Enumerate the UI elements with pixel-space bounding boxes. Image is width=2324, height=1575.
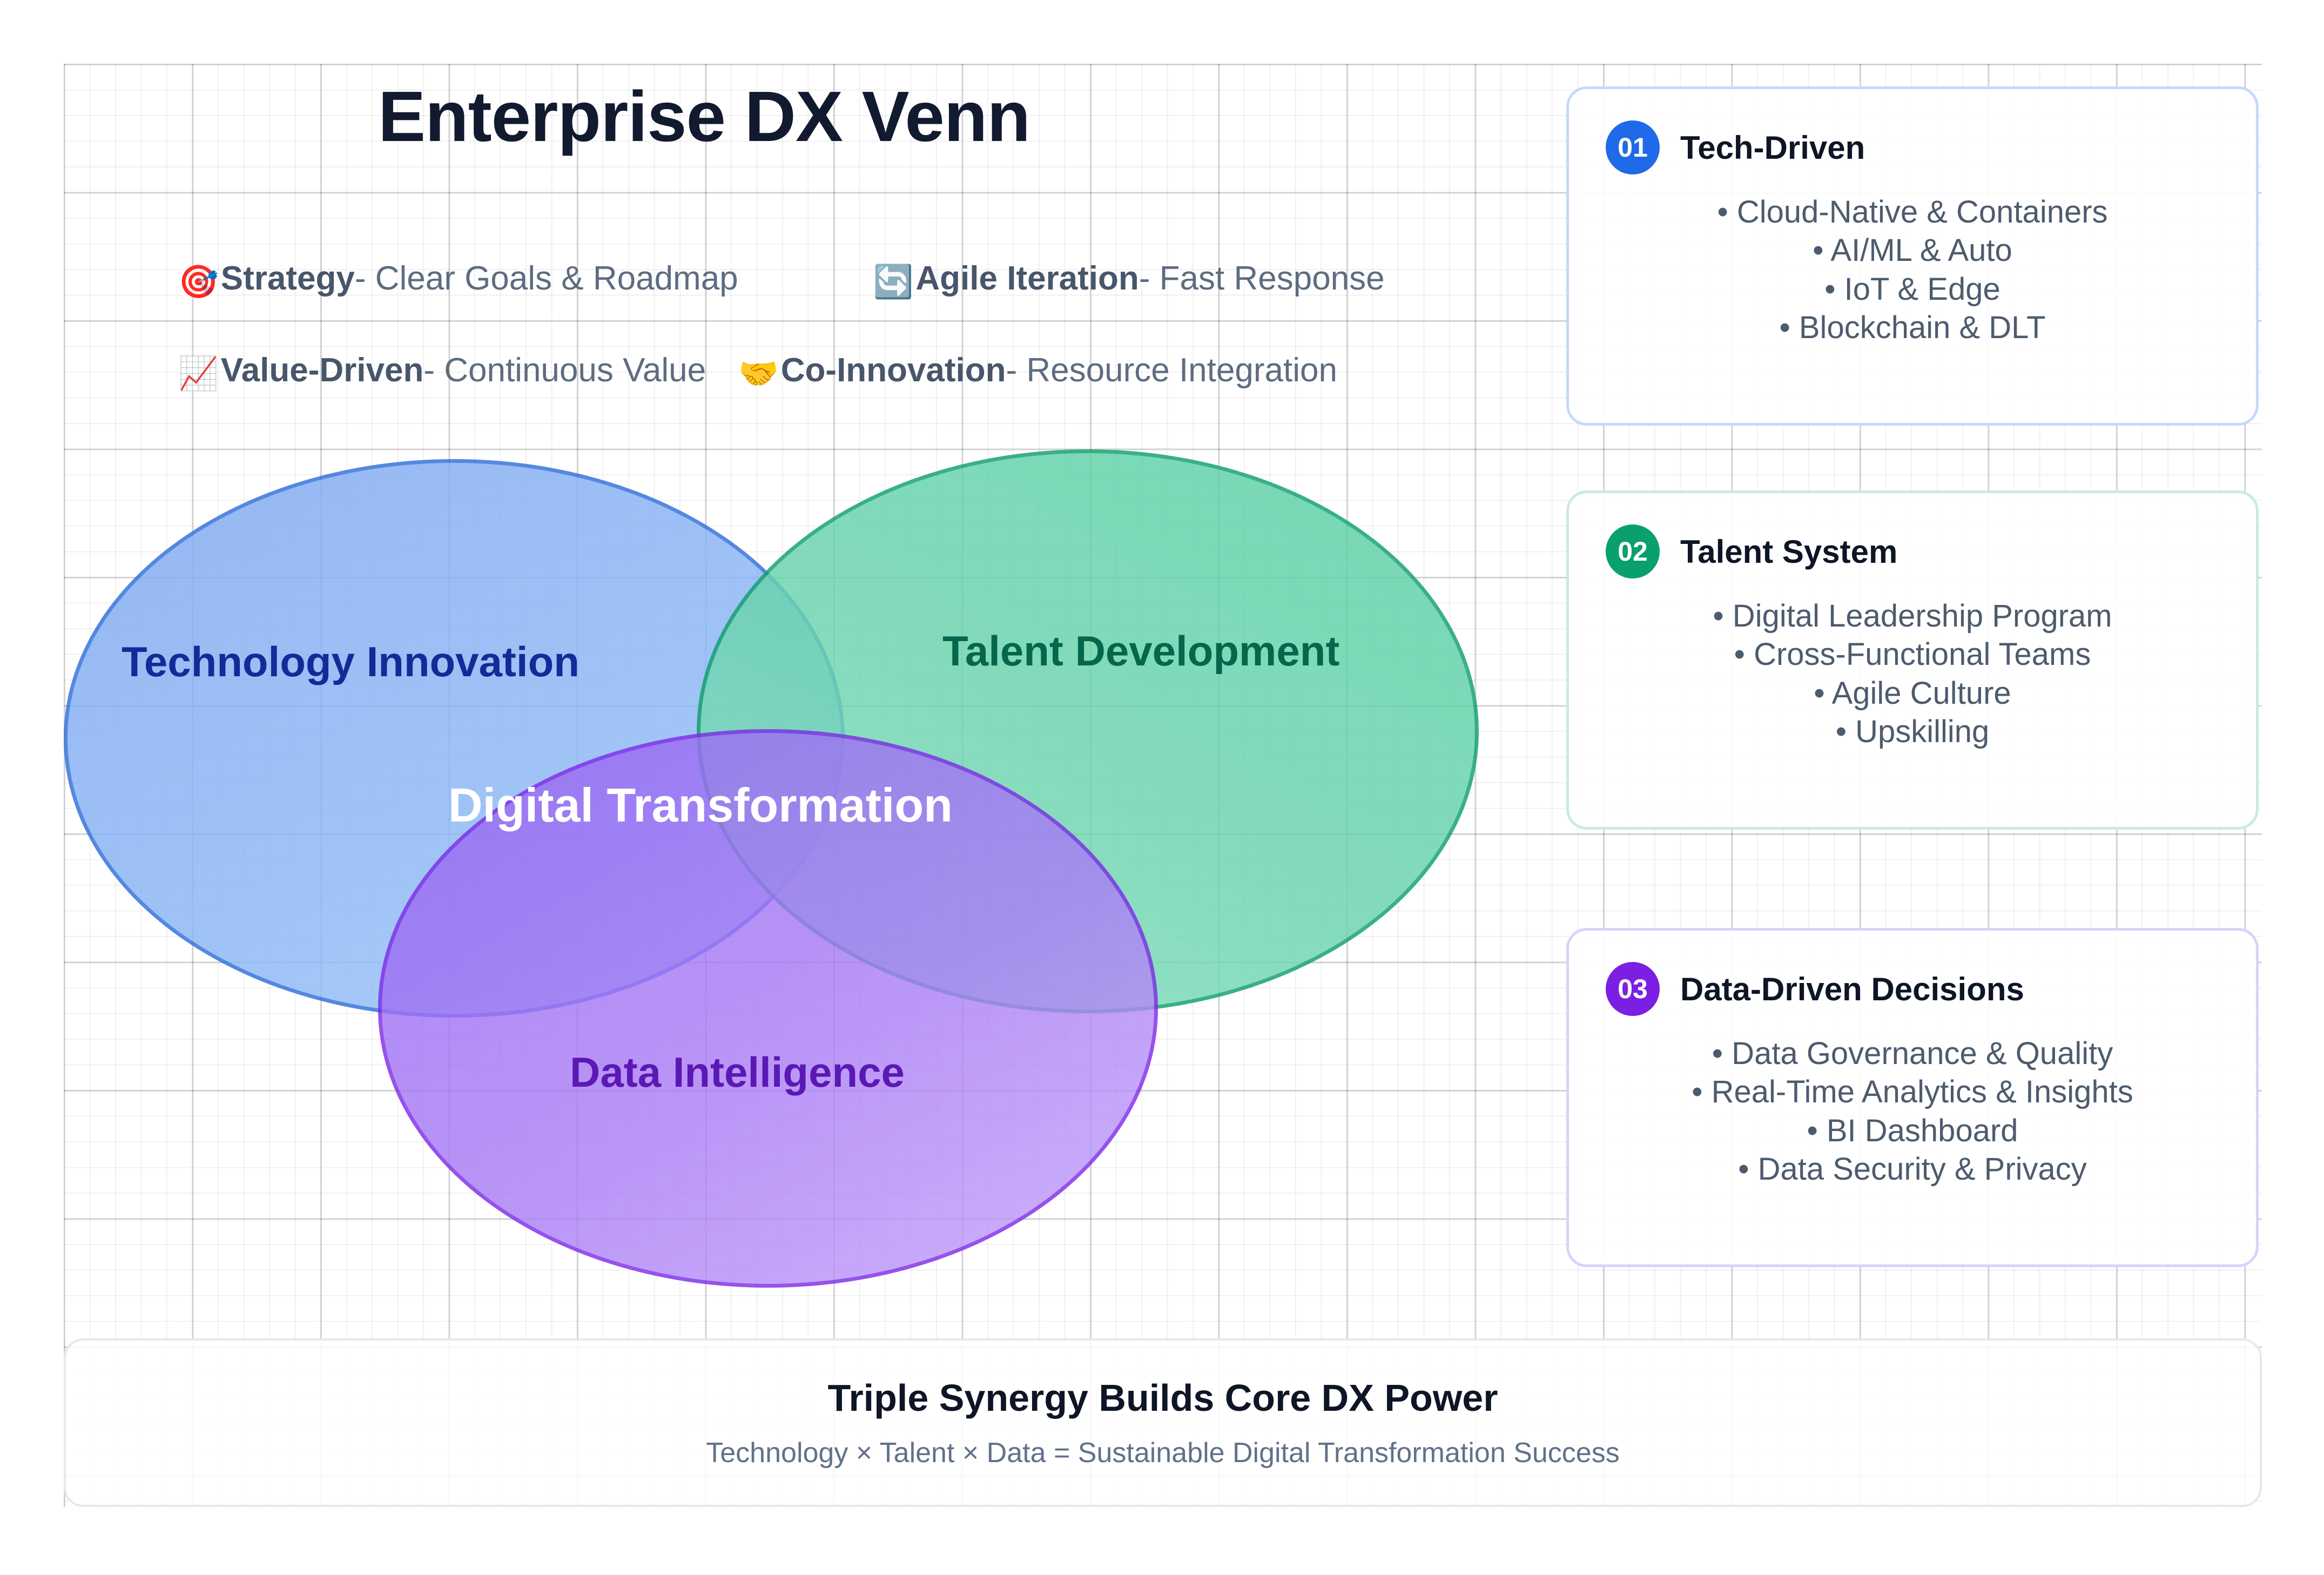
- card-number-badge: 03: [1606, 962, 1660, 1016]
- list-item: • BI Dashboard: [1807, 1113, 2018, 1148]
- page-title: Enterprise DX Venn: [378, 77, 1030, 156]
- pillar-card-talent-system: 02 Talent System • Digital Leadership Pr…: [1566, 490, 2259, 830]
- legend: 🎯 Strategy - Clear Goals & Roadmap 🔄 Agi…: [178, 232, 1561, 416]
- card-number-badge: 01: [1606, 120, 1660, 174]
- pillar-card-tech-driven: 01 Tech-Driven • Cloud-Native & Containe…: [1566, 86, 2259, 426]
- legend-desc: - Fast Response: [1139, 259, 1385, 297]
- legend-desc: - Resource Integration: [1006, 351, 1337, 389]
- legend-item-strategy: 🎯 Strategy - Clear Goals & Roadmap: [178, 259, 738, 298]
- footer-subtitle: Technology × Talent × Data = Sustainable…: [706, 1437, 1620, 1469]
- legend-term: Value-Driven: [220, 351, 424, 389]
- list-item: • Cloud-Native & Containers: [1717, 194, 2108, 230]
- card-title: Tech-Driven: [1680, 129, 1865, 166]
- card-header: 02 Talent System: [1569, 493, 2256, 578]
- venn-label-technology: Technology Innovation: [122, 638, 580, 685]
- legend-row: 🎯 Strategy - Clear Goals & Roadmap 🔄 Agi…: [178, 232, 1561, 324]
- legend-row: 📈 Value-Driven - Continuous Value 🤝 Co-I…: [178, 324, 1561, 416]
- legend-item-co-innovation: 🤝 Co-Innovation - Resource Integration: [738, 351, 1337, 392]
- summary-footer: Triple Synergy Builds Core DX Power Tech…: [64, 1338, 2262, 1507]
- pillar-card-data-driven-decisions: 03 Data-Driven Decisions • Data Governan…: [1566, 928, 2259, 1267]
- card-bullet-list: • Data Governance & Quality • Real-Time …: [1569, 1034, 2256, 1188]
- card-bullet-list: • Cloud-Native & Containers • AI/ML & Au…: [1569, 193, 2256, 347]
- venn-label-center: Digital Transformation: [448, 778, 953, 832]
- venn-circle-data: [378, 729, 1158, 1288]
- card-title: Talent System: [1680, 533, 1898, 570]
- list-item: • Data Governance & Quality: [1712, 1036, 2113, 1071]
- legend-item-agile-iteration: 🔄 Agile Iteration - Fast Response: [873, 259, 1385, 298]
- venn-label-data: Data Intelligence: [570, 1048, 905, 1096]
- legend-desc: - Continuous Value: [423, 351, 706, 389]
- list-item: • IoT & Edge: [1824, 271, 2000, 307]
- venn-label-talent: Talent Development: [942, 627, 1340, 675]
- legend-desc: - Clear Goals & Roadmap: [354, 259, 738, 297]
- chart-increasing-icon: 📈: [178, 355, 219, 392]
- footer-title: Triple Synergy Builds Core DX Power: [827, 1377, 1498, 1419]
- legend-term: Co-Innovation: [780, 351, 1006, 389]
- list-item: • Agile Culture: [1814, 675, 2011, 711]
- legend-term: Agile Iteration: [915, 259, 1139, 297]
- list-item: • Digital Leadership Program: [1713, 598, 2112, 634]
- card-header: 03 Data-Driven Decisions: [1569, 931, 2256, 1016]
- refresh-arrows-icon: 🔄: [873, 263, 914, 300]
- legend-term: Strategy: [220, 259, 355, 297]
- list-item: • Data Security & Privacy: [1738, 1151, 2087, 1187]
- list-item: • Blockchain & DLT: [1779, 309, 2046, 345]
- list-item: • Real-Time Analytics & Insights: [1692, 1074, 2133, 1110]
- dart-target-icon: 🎯: [178, 263, 219, 300]
- list-item: • Cross-Functional Teams: [1734, 637, 2091, 672]
- legend-item-value-driven: 📈 Value-Driven - Continuous Value: [178, 351, 706, 392]
- handshake-icon: 🤝: [738, 355, 779, 392]
- card-bullet-list: • Digital Leadership Program • Cross-Fun…: [1569, 597, 2256, 751]
- venn-diagram: [0, 410, 1566, 1329]
- list-item: • Upskilling: [1835, 714, 1990, 749]
- card-number-badge: 02: [1606, 524, 1660, 578]
- card-header: 01 Tech-Driven: [1569, 89, 2256, 174]
- list-item: • AI/ML & Auto: [1813, 233, 2012, 268]
- card-title: Data-Driven Decisions: [1680, 971, 2024, 1007]
